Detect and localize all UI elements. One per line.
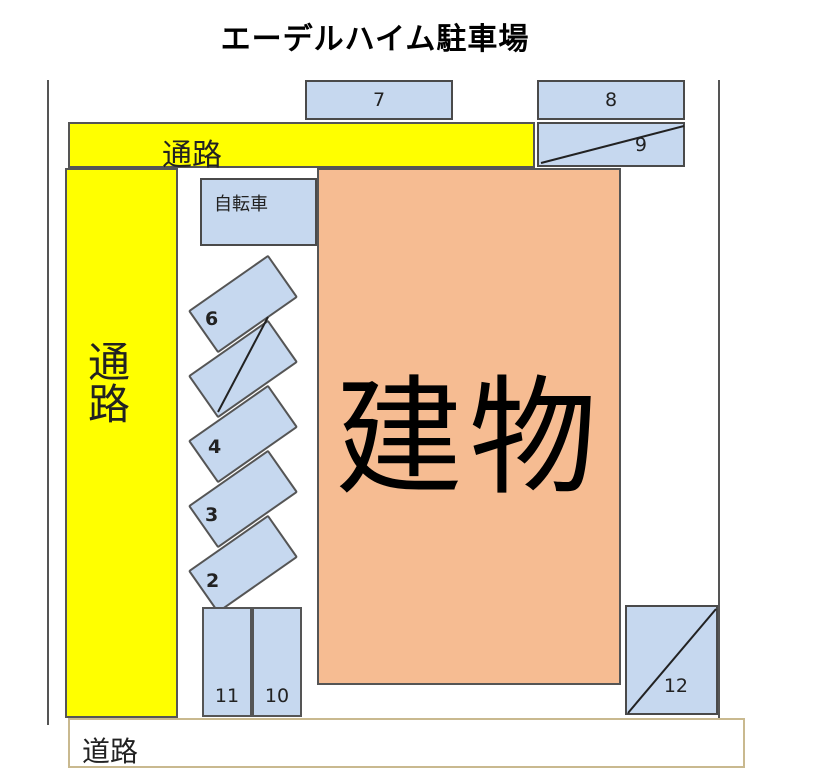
- parking-spot-8[interactable]: 8: [537, 80, 685, 120]
- top-passage-label: 通路: [162, 138, 222, 173]
- parking-spot-12-label: 12: [663, 675, 688, 697]
- parking-spot-10[interactable]: 10: [252, 607, 302, 717]
- bicycle-parking[interactable]: 自転車: [200, 178, 317, 246]
- left-boundary-line: [47, 80, 49, 725]
- parking-spot-4-label: 4: [208, 436, 222, 458]
- parking-spot-3-label: 3: [205, 504, 219, 526]
- building: 建物: [317, 168, 621, 685]
- road-label: 道路: [82, 735, 139, 768]
- parking-spot-2-label: 2: [206, 570, 220, 592]
- parking-spot-7[interactable]: 7: [305, 80, 453, 120]
- parking-spot-11[interactable]: 11: [202, 607, 252, 717]
- parking-spot-9[interactable]: 9: [537, 122, 685, 167]
- bicycle-parking-label: 自転車: [214, 194, 268, 215]
- left-passage-label: 通路: [81, 340, 131, 424]
- right-boundary-line: [718, 80, 720, 720]
- left-passage: 通路: [65, 168, 178, 718]
- parking-spot-9-label: 9: [634, 133, 647, 156]
- building-label: 建物: [334, 364, 603, 513]
- parking-spot-6-label: 6: [205, 308, 219, 330]
- top-passage: 通路: [68, 122, 535, 173]
- parking-spot-12[interactable]: 12: [625, 605, 718, 715]
- page-title: エーデルハイム駐車場: [220, 22, 530, 57]
- road: 道路: [68, 718, 745, 768]
